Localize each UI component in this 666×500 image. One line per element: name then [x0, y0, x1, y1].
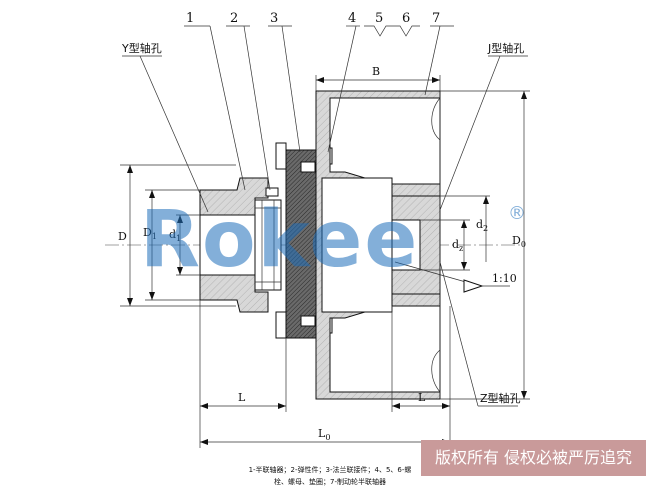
- dim-d2-label: d2: [476, 218, 488, 233]
- callout-1: 1: [186, 11, 194, 26]
- copyright-banner: 版权所有 侵权必被严厉追究: [421, 440, 646, 476]
- callout-5: 5: [375, 11, 383, 26]
- label-z-bore: Z型轴孔: [480, 391, 521, 405]
- caption-line-2: 栓、螺母、垫圈；7-制动轮半联轴器: [274, 478, 386, 486]
- callout-7: 7: [432, 11, 440, 26]
- registered-mark: ®: [508, 203, 526, 224]
- label-y-bore: Y型轴孔: [121, 41, 162, 55]
- dimensions: B D D1 d1 dz d2: [118, 65, 530, 448]
- brake-wheel-half-coupling: [315, 90, 441, 400]
- elastic-element: [254, 187, 282, 291]
- dim-l-right-label: L: [418, 391, 426, 404]
- flange-connector: [285, 149, 317, 339]
- callout-3: 3: [270, 11, 278, 26]
- left-half-coupling: [199, 177, 269, 313]
- figure-caption: 1-半联轴器；2-弹性件；3-法兰联接件；4、5、6-螺 栓、螺母、垫圈；7-制…: [200, 464, 460, 488]
- callouts: 1 2 3 4 5 6 7 Y型轴孔 J型轴孔 Z型轴孔: [121, 11, 528, 407]
- callout-4: 4: [348, 11, 356, 26]
- label-j-bore: J型轴孔: [487, 41, 524, 55]
- dim-l-left-label: L: [238, 391, 246, 404]
- taper-label: 1:10: [492, 272, 517, 285]
- taper-indicator: [394, 261, 510, 293]
- dim-d-label: D: [118, 230, 127, 243]
- dim-l0-label: L0: [318, 427, 330, 442]
- dim-b-label: B: [372, 65, 380, 78]
- dim-dz-label: dz: [452, 238, 463, 253]
- callout-6: 6: [402, 11, 410, 26]
- dim-d0-label: D0: [512, 234, 526, 249]
- dim-d1-lower-label: d1: [169, 228, 181, 243]
- dim-d1-upper-label: D1: [143, 226, 157, 241]
- callout-2: 2: [230, 11, 238, 26]
- caption-line-1: 1-半联轴器；2-弹性件；3-法兰联接件；4、5、6-螺: [248, 466, 412, 474]
